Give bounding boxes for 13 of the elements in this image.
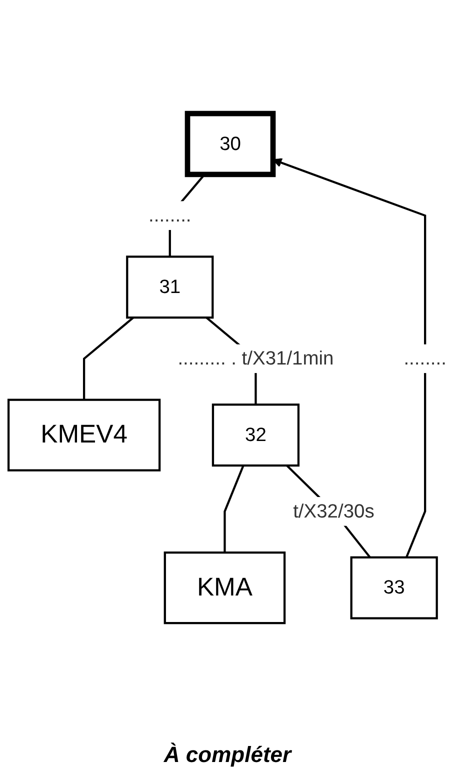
caption: À compléter	[164, 742, 292, 768]
node-box: KMA	[164, 551, 286, 624]
node-box: 31	[126, 255, 214, 318]
node-box: 30	[184, 110, 276, 177]
edge-label: ......... . t/X31/1min	[178, 347, 334, 369]
node-box: 33	[350, 556, 438, 620]
connector	[82, 316, 134, 400]
connector	[224, 464, 244, 552]
node-box: KMEV4	[7, 398, 161, 472]
edge-label: t/X32/30s	[293, 500, 374, 522]
node-box: 32	[212, 403, 300, 466]
edge-label: ........	[148, 204, 192, 226]
edge-label: ........	[404, 347, 446, 369]
